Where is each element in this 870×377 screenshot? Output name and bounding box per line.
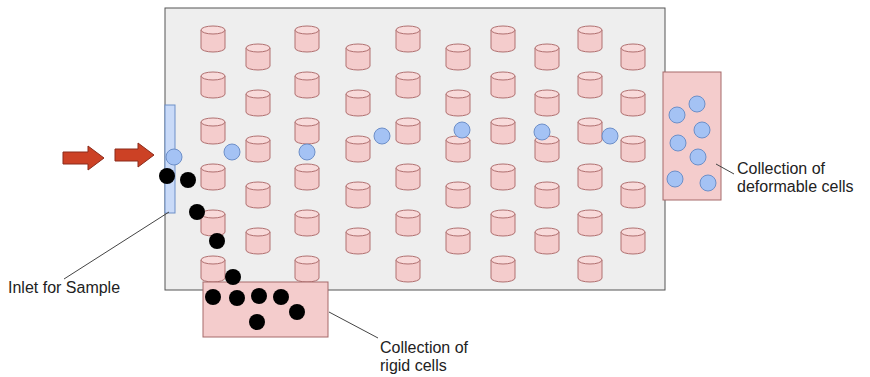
pillar — [246, 182, 270, 208]
pillar — [201, 118, 225, 144]
pillar-array — [201, 26, 645, 282]
chamber — [165, 8, 665, 290]
pillar — [621, 182, 645, 208]
pillar — [201, 256, 225, 282]
deformable-cell — [454, 122, 470, 138]
pillar — [491, 26, 515, 52]
pillar — [621, 44, 645, 70]
pillar — [491, 164, 515, 190]
deformable-cell — [299, 144, 315, 160]
pillar — [491, 256, 515, 282]
pillar — [295, 118, 319, 144]
pillar — [491, 72, 515, 98]
pillar — [201, 164, 225, 190]
callout-label: Inlet for Sample — [8, 279, 168, 297]
deformable-collector — [663, 72, 721, 200]
leader-line — [64, 212, 169, 279]
pillar — [446, 136, 470, 162]
pillar — [396, 118, 420, 144]
pillar — [578, 210, 602, 236]
pillar — [295, 72, 319, 98]
pillar — [491, 118, 515, 144]
pillar — [578, 256, 602, 282]
pillar — [578, 72, 602, 98]
pillar — [621, 136, 645, 162]
rigid-cell — [209, 233, 225, 249]
pillar — [396, 164, 420, 190]
deformable-cell — [669, 107, 685, 123]
flow-arrows — [63, 143, 154, 170]
leader-line — [329, 312, 378, 338]
rigid-cell — [159, 168, 175, 184]
pillar — [246, 90, 270, 116]
leader-line — [716, 164, 734, 174]
pillar — [346, 228, 370, 254]
pillar — [535, 182, 559, 208]
pillar — [201, 26, 225, 52]
rigid-cell — [229, 290, 245, 306]
pillar — [246, 44, 270, 70]
pillar — [346, 90, 370, 116]
deformable-cell — [602, 128, 618, 144]
pillar — [446, 44, 470, 70]
pillar — [201, 72, 225, 98]
deformable-cell — [690, 149, 706, 165]
pillar — [446, 182, 470, 208]
deformable-cell — [224, 144, 240, 160]
deformable-cell — [534, 124, 550, 140]
deformable-cell — [694, 122, 710, 138]
pillar — [396, 26, 420, 52]
pillar — [578, 118, 602, 144]
pillar — [295, 26, 319, 52]
pillar — [578, 26, 602, 52]
pillar — [346, 44, 370, 70]
deformable-cell — [700, 175, 716, 191]
pillar — [535, 228, 559, 254]
rigid-cell — [225, 269, 241, 285]
deformable-cell — [689, 96, 705, 112]
pillar — [491, 210, 515, 236]
cells — [159, 96, 716, 330]
pillar — [621, 90, 645, 116]
rigid-collector — [203, 282, 328, 337]
pillar — [535, 90, 559, 116]
pillar — [346, 182, 370, 208]
pillar — [246, 136, 270, 162]
pillar — [396, 256, 420, 282]
deformable-cell — [667, 171, 683, 187]
pillar — [446, 90, 470, 116]
flow-arrow — [115, 143, 154, 167]
deformable-cell — [374, 128, 390, 144]
pillar — [295, 256, 319, 282]
pillar — [346, 136, 370, 162]
pillar — [295, 210, 319, 236]
pillar — [535, 136, 559, 162]
pillar — [535, 44, 559, 70]
rigid-cell — [251, 288, 267, 304]
rigid-cell — [273, 289, 289, 305]
rigid-cell — [249, 314, 265, 330]
callout-label: Collection of deformable cells — [737, 160, 865, 195]
pillar — [396, 210, 420, 236]
deformable-cell — [166, 149, 182, 165]
leader-lines — [64, 164, 734, 338]
pillar — [396, 72, 420, 98]
pillar — [621, 228, 645, 254]
pillar — [578, 164, 602, 190]
rigid-cell — [189, 204, 205, 220]
rigid-cell — [205, 289, 221, 305]
flow-arrow — [63, 146, 104, 170]
rigid-cell — [180, 172, 196, 188]
rigid-cell — [289, 304, 305, 320]
pillar — [295, 164, 319, 190]
pillar — [246, 228, 270, 254]
deformable-cell — [670, 135, 686, 151]
pillar — [446, 228, 470, 254]
callout-label: Collection of rigid cells — [380, 339, 490, 374]
